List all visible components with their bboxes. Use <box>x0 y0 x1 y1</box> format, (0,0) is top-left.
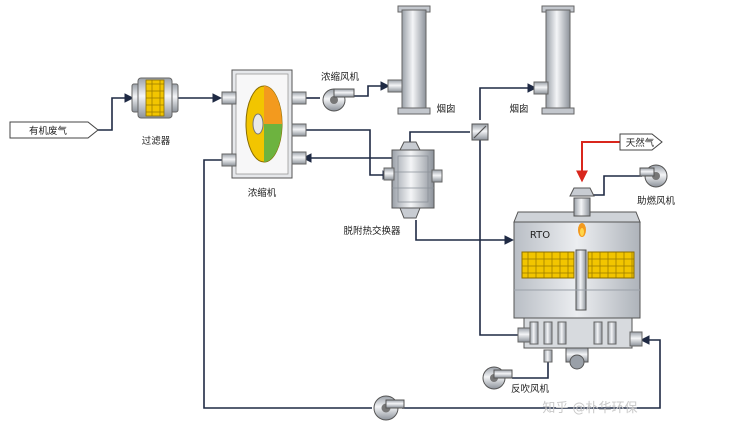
concentrator: 浓缩机 <box>221 69 307 199</box>
natural-gas-line <box>576 141 620 183</box>
combustion-fan-label: 助燃风机 <box>637 195 676 207</box>
pipe-rto-to-tee <box>479 140 520 336</box>
main-return-fan <box>373 395 405 421</box>
backflush-fan: 反吹风机 <box>482 366 550 395</box>
backflush-fan-label: 反吹风机 <box>511 383 550 395</box>
pipe-combustion-fan <box>590 175 642 196</box>
chimney1-label: 烟囱 <box>436 103 455 115</box>
chimney-1: 烟囱 <box>387 5 456 115</box>
pipe-backflush <box>512 350 549 379</box>
chimney-2: 烟囱 <box>509 5 575 115</box>
pipe-inlet-to-filter <box>98 93 134 131</box>
pipe-return-loop-left <box>203 159 372 409</box>
rto-label: RTO <box>530 230 550 241</box>
pipe-tee-to-chimney2 <box>479 83 537 120</box>
natural-gas-box: 天然气 <box>619 133 663 151</box>
pipe-return-loop-right <box>402 335 661 409</box>
combustion-fan: 助燃风机 <box>637 164 676 207</box>
concentration-fan: 浓缩风机 <box>321 71 360 112</box>
exhaust-tee <box>471 123 489 141</box>
rto: RTO <box>513 187 643 370</box>
pipe-hx-to-tee <box>409 131 470 142</box>
pipe-hx-to-rto <box>415 220 514 245</box>
heat-exchanger-label: 脱附热交换器 <box>343 225 401 237</box>
inlet-box: 有机废气 <box>9 121 99 139</box>
chimney2-label: 烟囱 <box>509 103 528 115</box>
heat-exchanger: 脱附热交换器 <box>343 141 443 237</box>
concentrator-label: 浓缩机 <box>248 187 277 199</box>
watermark: 知乎 @朴华环保 <box>542 400 637 416</box>
filter-label: 过滤器 <box>142 135 171 147</box>
conc-fan-label: 浓缩风机 <box>321 71 360 83</box>
inlet-label: 有机废气 <box>29 125 68 137</box>
pipe-conc-to-hx <box>304 129 392 180</box>
natural-gas-label: 天然气 <box>626 137 655 149</box>
pipe-fan-to-chimney1 <box>352 81 390 97</box>
filter: 过滤器 <box>131 77 179 147</box>
